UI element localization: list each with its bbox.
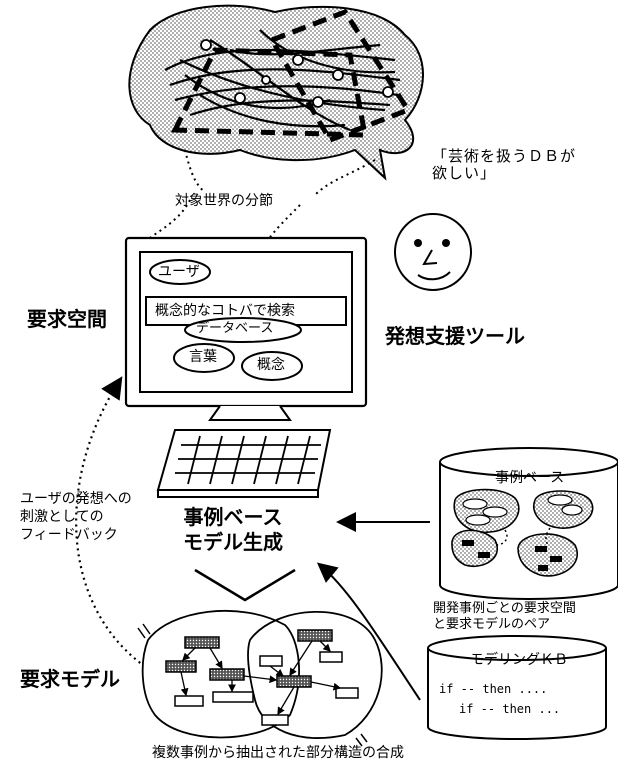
world-nodes xyxy=(200,39,394,108)
user-face xyxy=(394,213,472,291)
modeling-kb-rule2: if -- then ... xyxy=(459,702,561,716)
language-oval xyxy=(173,343,235,373)
feedback-arrow xyxy=(75,376,151,671)
screen-label-language: 言葉 xyxy=(189,349,217,365)
kb-arrow xyxy=(316,562,421,701)
casebase-cylinder xyxy=(439,447,618,600)
screen-label-concept: 概念 xyxy=(257,357,285,373)
requirement-model-cluster xyxy=(137,609,383,747)
segmentation-dotted-lines xyxy=(149,149,376,241)
segmentation-frames xyxy=(171,8,412,144)
modeling-kb-rule1: if -- then .... xyxy=(439,682,548,696)
world-thought-bubble xyxy=(128,4,424,181)
user-oval xyxy=(149,259,211,285)
modeling-kb-title: モデリングＫＢ xyxy=(470,652,568,668)
speech-text: 「芸術を扱うＤＢが 欲しい」 xyxy=(432,147,577,183)
screen-label-search: 概念的なコトバで検索 xyxy=(155,303,295,319)
bottom-caption: 複数事例から抽出された部分構造の合成 xyxy=(152,745,404,761)
requirement-model-label: 要求モデル xyxy=(20,667,120,691)
segmentation-label: 対象世界の分節 xyxy=(175,193,273,209)
screen-label-database: データベース xyxy=(196,321,274,336)
computer-monitor xyxy=(124,236,368,421)
generator-chevron xyxy=(194,568,296,602)
screen-label-user: ユーザ xyxy=(158,264,200,280)
idea-tool-label: 発想支援ツール xyxy=(385,324,525,348)
casebase-title: 事例ベース xyxy=(495,470,565,486)
keyboard xyxy=(156,429,332,498)
modeling-kb-cylinder xyxy=(427,635,607,740)
generator-title: 事例ベース モデル生成 xyxy=(183,505,283,554)
feedback-label: ユーザの発想への 刺激としての フィードバック xyxy=(20,491,132,544)
requirement-space-label: 要求空間 xyxy=(27,307,107,331)
casebase-caption: 開発事例ごとの要求空間 と要求モデルのペア xyxy=(433,601,576,633)
concept-oval xyxy=(241,351,303,381)
database-oval xyxy=(184,317,302,343)
